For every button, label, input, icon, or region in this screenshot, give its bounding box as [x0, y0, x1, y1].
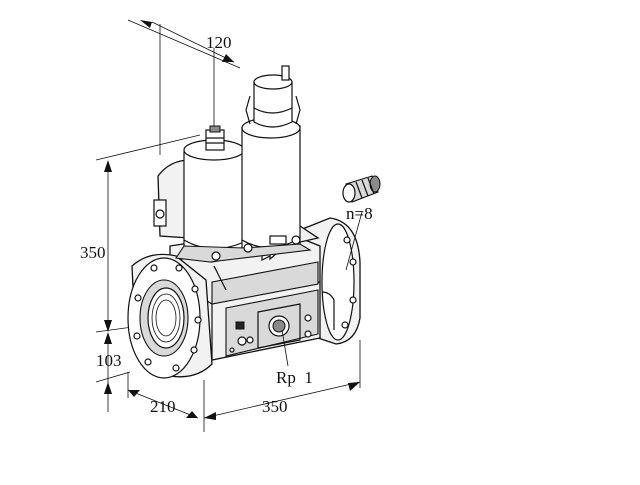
count-label: n=8: [346, 204, 373, 223]
right-regulator: [241, 65, 301, 256]
dim-top-width-label: 120: [206, 33, 232, 52]
cable-gland-icon: [342, 175, 381, 271]
dim-base-height-label: 103: [96, 351, 122, 370]
dimension-height: [95, 134, 201, 332]
left-flange: [127, 253, 213, 379]
dim-depth-label: 210: [150, 397, 176, 416]
dimension-depth: [127, 372, 199, 419]
dimension-length: [203, 340, 361, 432]
port-label: Rp 1: [276, 368, 313, 387]
solenoid-bases: [175, 235, 312, 263]
dimension-top-width: [127, 19, 241, 155]
dim-height-label: 350: [80, 243, 106, 262]
dim-length-label: 350: [262, 397, 288, 416]
control-plate: [225, 289, 319, 357]
dimension-base-height: [95, 325, 141, 412]
left-solenoid: [153, 125, 245, 256]
port-leader: [281, 329, 289, 367]
